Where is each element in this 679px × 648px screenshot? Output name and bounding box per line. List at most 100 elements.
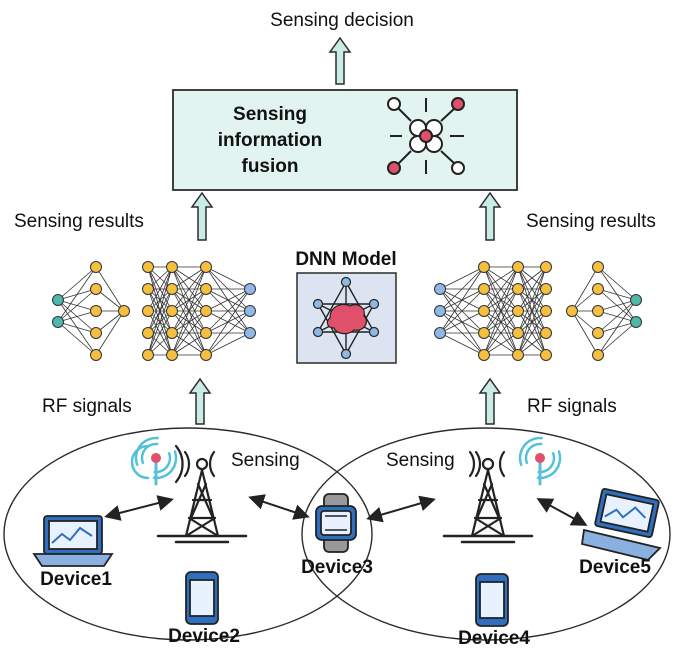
- link-device3-tower: [366, 495, 436, 523]
- nn-edge: [439, 266, 485, 334]
- nn-edge: [205, 288, 251, 356]
- up-arrow-top: [328, 36, 352, 85]
- dnn-model-box: [296, 272, 397, 364]
- nn-edge: [205, 310, 251, 356]
- rf-signals-right-label: RF signals: [527, 396, 617, 417]
- nn-edge: [571, 310, 599, 356]
- nn-node: [142, 261, 154, 273]
- nn-edge: [517, 266, 547, 356]
- nn-edge: [205, 332, 251, 356]
- nn-edge: [57, 266, 97, 323]
- nn-node: [200, 261, 212, 273]
- up-arrow-left-rf: [188, 377, 212, 425]
- nn-edge: [597, 299, 637, 312]
- nn-edge: [483, 266, 519, 290]
- nn-edge: [483, 266, 519, 356]
- nn-edge: [597, 299, 637, 356]
- nn-node: [166, 261, 178, 273]
- nn-node: [540, 349, 552, 361]
- neural-network-right-b: [566, 261, 642, 361]
- nn-edge: [147, 288, 173, 356]
- nn-edge: [517, 266, 547, 312]
- nn-edge: [171, 266, 207, 312]
- nn-node: [512, 261, 524, 273]
- cell-tower-icon-left: [156, 444, 248, 544]
- nn-node: [540, 305, 552, 317]
- nn-node: [166, 283, 178, 295]
- nn-edge: [205, 266, 251, 290]
- device5-label: Device5: [579, 557, 651, 578]
- nn-node: [540, 261, 552, 273]
- device4-label: Device4: [458, 628, 530, 648]
- nn-edge: [57, 266, 97, 301]
- nn-edge: [597, 288, 637, 301]
- sensing-right-label: Sensing: [386, 450, 455, 471]
- nn-edge: [171, 288, 207, 356]
- nn-edge: [483, 310, 519, 356]
- nn-node: [200, 349, 212, 361]
- nn-node: [244, 283, 256, 295]
- nn-edge: [597, 266, 637, 301]
- phone-icon-left: [185, 571, 219, 625]
- cell-tower-icon-right: [442, 450, 534, 544]
- nn-node: [90, 283, 102, 295]
- fusion-label-line3: fusion: [242, 156, 299, 177]
- nn-node: [592, 327, 604, 339]
- up-arrow-right-rf: [478, 377, 502, 425]
- nn-edge: [171, 266, 207, 334]
- radar-icon-right: [518, 436, 562, 486]
- phone-icon-right: [475, 573, 509, 627]
- nn-node: [118, 305, 130, 317]
- nn-node: [142, 283, 154, 295]
- laptop-icon-left: [32, 515, 114, 567]
- nn-edge: [517, 310, 547, 356]
- nn-node: [200, 305, 212, 317]
- nn-node: [478, 283, 490, 295]
- nn-edge: [57, 310, 97, 323]
- sensing-results-right-label: Sensing results: [526, 211, 656, 232]
- smartwatch-icon: [315, 493, 357, 553]
- nn-edge: [597, 321, 637, 356]
- nn-node: [142, 305, 154, 317]
- nn-edge: [147, 310, 173, 356]
- nn-edge: [171, 332, 207, 356]
- nn-node: [244, 305, 256, 317]
- nn-edge: [517, 266, 547, 334]
- link-arrows: [104, 494, 588, 526]
- nn-edge: [483, 266, 519, 334]
- nn-edge: [95, 310, 125, 356]
- neural-network-left-a: [52, 261, 130, 361]
- nn-node: [244, 327, 256, 339]
- nn-node: [52, 294, 64, 306]
- nn-node: [512, 283, 524, 295]
- laptop-icon-right: [580, 488, 662, 561]
- nn-node: [630, 316, 642, 328]
- nn-edge: [171, 310, 207, 356]
- sensing-left-label: Sensing: [231, 450, 300, 471]
- nn-edge: [483, 332, 519, 356]
- nn-node: [540, 283, 552, 295]
- fusion-label-line1: Sensing: [233, 104, 307, 125]
- nn-edge: [171, 266, 207, 356]
- nn-node: [592, 261, 604, 273]
- up-arrow-left-results: [190, 191, 214, 241]
- nn-node: [90, 305, 102, 317]
- nn-node: [90, 261, 102, 273]
- up-arrow-right-results: [478, 191, 502, 241]
- nn-node: [540, 327, 552, 339]
- nn-node: [434, 327, 446, 339]
- nn-node: [166, 327, 178, 339]
- nn-node: [566, 305, 578, 317]
- nn-node: [166, 349, 178, 361]
- nn-node: [630, 294, 642, 306]
- nn-node: [512, 305, 524, 317]
- nn-edge: [483, 288, 519, 356]
- nn-node: [478, 349, 490, 361]
- device1-label: Device1: [40, 569, 112, 590]
- nn-node: [592, 283, 604, 295]
- coverage-ellipse-left: [3, 427, 373, 641]
- link-tower-device3: [248, 494, 310, 520]
- nn-edge: [571, 266, 599, 312]
- radar-icon-left: [130, 436, 178, 486]
- nn-edge: [439, 266, 485, 312]
